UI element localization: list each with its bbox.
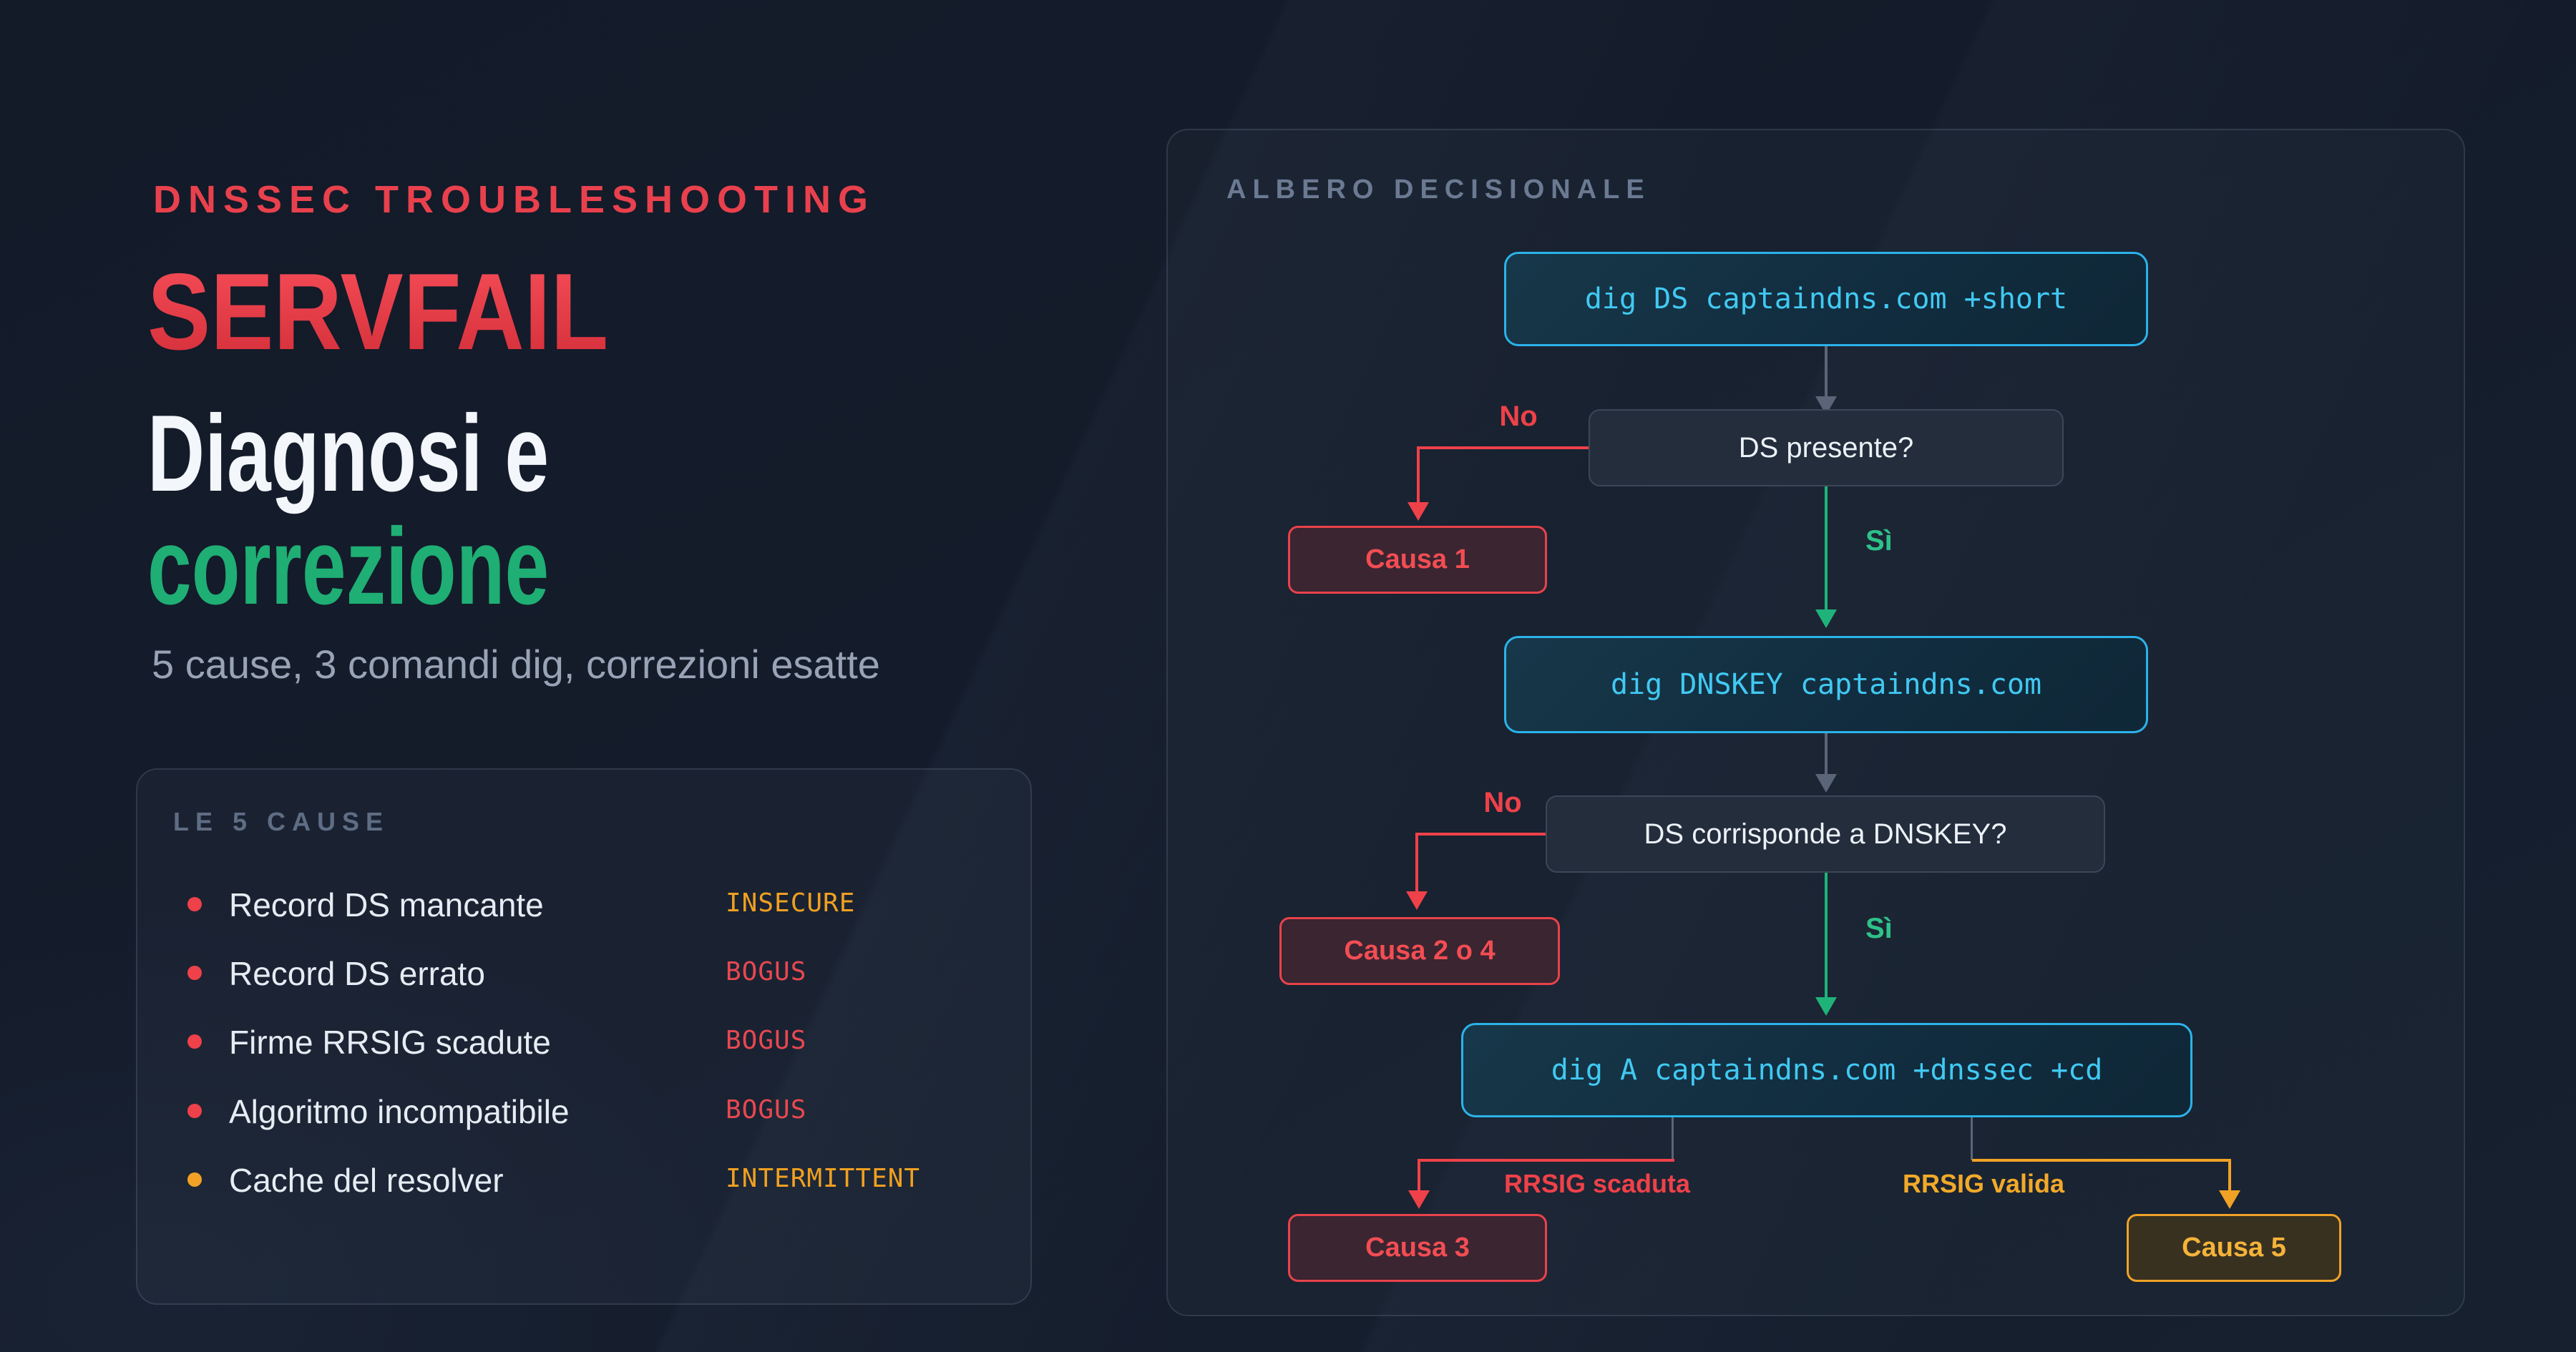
causes-card-heading: LE 5 CAUSE xyxy=(173,807,390,836)
bullet-dot-icon xyxy=(187,1172,202,1187)
connector-line xyxy=(1825,486,1828,611)
bullet-dot-icon xyxy=(187,897,202,911)
cause-status: INTERMITTENT xyxy=(726,1164,921,1193)
node-question-ds-matches: DS corrisponde a DNSKEY? xyxy=(1546,795,2105,873)
arrow-down-icon xyxy=(1408,1190,1430,1209)
node-command-dig-ds: dig DS captaindns.com +short xyxy=(1504,252,2148,346)
node-question-ds-present: DS presente? xyxy=(1589,409,2064,486)
arrow-down-icon xyxy=(1815,609,1837,628)
arrow-down-icon xyxy=(2219,1190,2240,1209)
arrow-down-icon xyxy=(1815,997,1837,1016)
connector-line xyxy=(1971,1117,1973,1160)
node-command-dig-dnskey: dig DNSKEY captaindns.com xyxy=(1504,636,2148,733)
cause-row: Record DS mancante INSECURE xyxy=(137,883,1030,926)
connector-line xyxy=(1418,1159,1420,1192)
connector-line xyxy=(1825,733,1828,774)
cause-row: Algoritmo incompatibile BOGUS xyxy=(137,1089,1030,1132)
node-cause-2-or-4: Causa 2 o 4 xyxy=(1279,917,1560,985)
cause-row: Record DS errato BOGUS xyxy=(137,951,1030,994)
connector-line xyxy=(1417,446,1420,504)
cause-label: Firme RRSIG scadute xyxy=(229,1024,551,1061)
connector-line xyxy=(1418,446,1589,449)
connector-line xyxy=(1825,873,1828,999)
edge-label-rrsig-expired: RRSIG scaduta xyxy=(1503,1169,1691,1198)
cause-status: INSECURE xyxy=(726,888,856,918)
cause-status: BOGUS xyxy=(726,957,807,986)
node-cause-1: Causa 1 xyxy=(1288,526,1547,594)
connector-line xyxy=(1672,1117,1674,1160)
cause-status: BOGUS xyxy=(726,1026,807,1055)
edge-label-rrsig-valid: RRSIG valida xyxy=(1902,1169,2065,1198)
edge-label-yes: Sì xyxy=(1865,525,1893,557)
cause-row: Cache del resolver INTERMITTENT xyxy=(137,1158,1030,1201)
connector-line xyxy=(1415,833,1418,893)
cause-label: Algoritmo incompatibile xyxy=(229,1093,570,1130)
cause-label: Cache del resolver xyxy=(229,1162,504,1199)
bullet-dot-icon xyxy=(187,1104,202,1118)
causes-card: LE 5 CAUSE Record DS mancante INSECURE R… xyxy=(136,768,1032,1305)
node-cause-5: Causa 5 xyxy=(2127,1214,2341,1282)
arrow-down-icon xyxy=(1406,891,1428,910)
cause-label: Record DS mancante xyxy=(229,886,544,924)
cause-row: Firme RRSIG scadute BOGUS xyxy=(137,1020,1030,1063)
decision-tree-panel: ALBERO DECISIONALE dig DS captaindns.com… xyxy=(1166,129,2465,1316)
decision-tree-heading: ALBERO DECISIONALE xyxy=(1226,175,1651,205)
bullet-dot-icon xyxy=(187,1034,202,1049)
subtitle-line-1: Diagnosi e xyxy=(147,393,550,514)
eyebrow-title: DNSSEC TROUBLESHOOTING xyxy=(153,178,876,221)
arrow-down-icon xyxy=(1407,502,1429,521)
tagline: 5 cause, 3 comandi dig, correzioni esatt… xyxy=(152,642,880,687)
connector-line xyxy=(1417,833,1546,836)
node-cause-3: Causa 3 xyxy=(1288,1214,1547,1282)
bullet-dot-icon xyxy=(187,966,202,980)
connector-line xyxy=(1825,346,1828,396)
connector-line xyxy=(2228,1159,2231,1192)
edge-label-no: No xyxy=(1499,401,1538,432)
connector-line xyxy=(1972,1159,2231,1162)
cause-label: Record DS errato xyxy=(229,955,485,992)
arrow-down-icon xyxy=(1815,774,1837,793)
edge-label-yes: Sì xyxy=(1865,913,1893,944)
page-title: SERVFAIL xyxy=(147,251,609,373)
connector-line xyxy=(1419,1159,1674,1162)
edge-label-no: No xyxy=(1483,787,1522,818)
node-command-dig-a-dnssec: dig A captaindns.com +dnssec +cd xyxy=(1461,1023,2192,1117)
subtitle-line-2: correzione xyxy=(147,506,550,627)
cause-status: BOGUS xyxy=(726,1095,807,1125)
